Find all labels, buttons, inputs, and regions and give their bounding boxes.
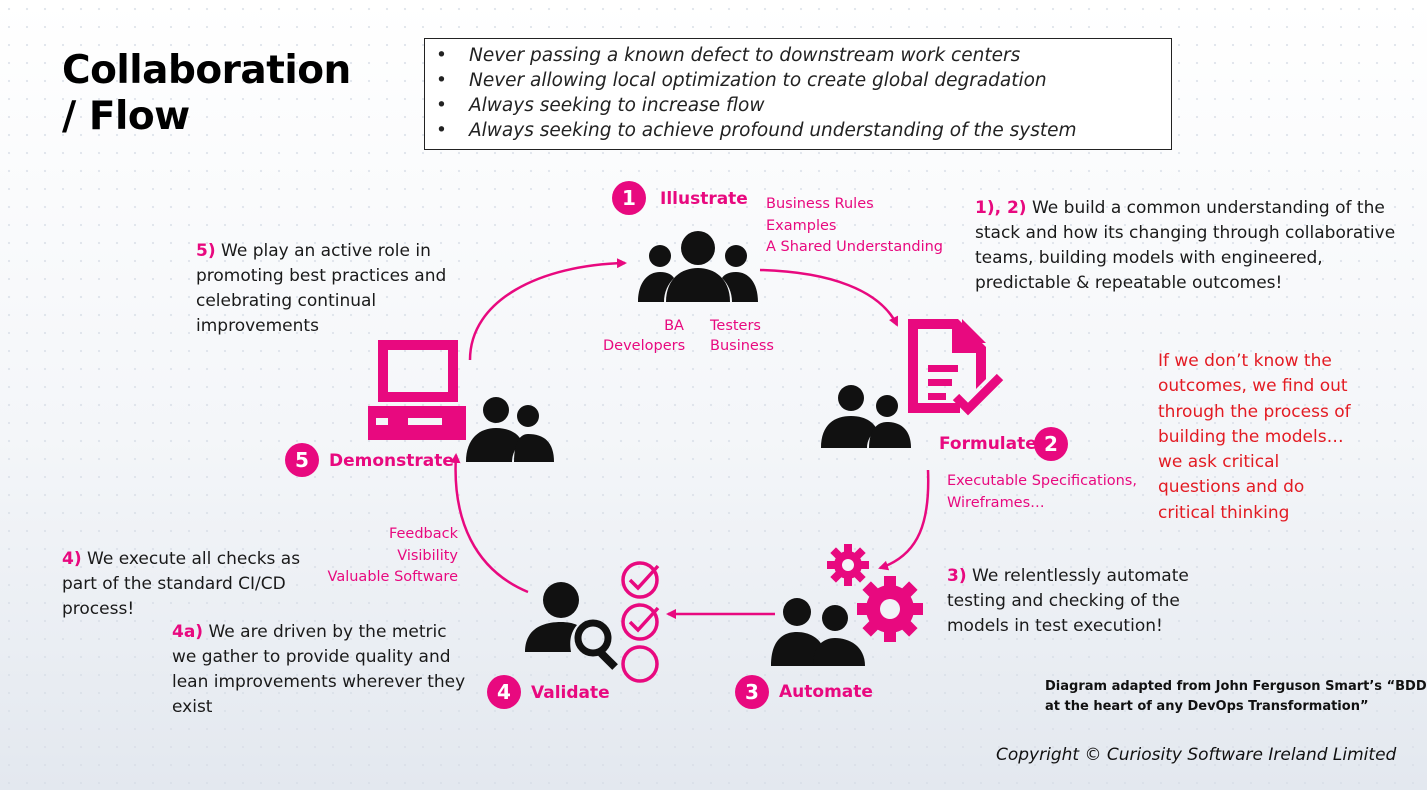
- note-line: predictable & repeatable outcomes!: [975, 273, 1283, 293]
- note-line: testing and checking of the: [947, 591, 1180, 611]
- note-line: outcomes, we find out: [1158, 376, 1348, 397]
- note-line: through the process of: [1158, 401, 1351, 422]
- illustrate-outputs: Business Rules Examples A Shared Underst…: [766, 194, 943, 259]
- principle-item: Always seeking to increase flow: [433, 93, 1163, 118]
- note-line: exist: [172, 697, 213, 717]
- output-item: Business Rules: [766, 196, 874, 212]
- output-item: Feedback: [388, 526, 458, 542]
- role-developers: Developers: [603, 338, 686, 354]
- demonstrate-outputs: Feedback Visibility Valuable Software: [300, 524, 458, 589]
- note-line: we gather to provide quality and: [172, 647, 451, 667]
- role-ba: BA: [664, 318, 684, 334]
- step-4-label: Validate: [531, 683, 610, 703]
- output-item: Examples: [766, 217, 837, 234]
- note-prefix: 4a): [172, 622, 204, 642]
- step-4-badge: 4: [487, 675, 521, 709]
- principle-item: Never passing a known defect to downstre…: [433, 43, 1163, 68]
- note-line: We execute all checks as: [81, 549, 301, 569]
- credit-line: Diagram adapted from John Ferguson Smart…: [1045, 679, 1427, 694]
- note-prefix: 3): [947, 566, 967, 586]
- note-line: building the models…: [1158, 426, 1344, 447]
- output-item: Wireframes…: [947, 494, 1045, 511]
- arrow-demonstrate-to-illustrate: [468, 258, 627, 361]
- step-2-label: Formulate: [939, 434, 1037, 454]
- note-1-2: 1), 2) We build a common understanding o…: [975, 196, 1395, 296]
- team-icon: [771, 598, 865, 666]
- note-5: 5) We play an active role in promoting b…: [196, 239, 446, 339]
- arrow-validate-to-demonstrate: [450, 453, 529, 594]
- principle-item: Always seeking to achieve profound under…: [433, 118, 1163, 143]
- gears-icon: [827, 544, 923, 642]
- note-line: If we don’t know the: [1158, 351, 1332, 371]
- note-line: teams, building models with engineered,: [975, 248, 1323, 268]
- arrow-illustrate-to-formulate: [759, 268, 899, 327]
- slide-title: Collaboration / Flow: [62, 48, 392, 140]
- principle-item: Never allowing local optimization to cre…: [433, 68, 1163, 93]
- user-search-icon: [525, 582, 618, 670]
- output-item: Valuable Software: [327, 569, 458, 585]
- note-3: 3) We relentlessly automate testing and …: [947, 564, 1189, 639]
- note-line: improvements: [196, 316, 319, 336]
- note-line: we ask critical: [1158, 452, 1280, 473]
- role-testers: Testers: [710, 318, 761, 334]
- step-1-label: Illustrate: [660, 189, 748, 209]
- step-5-badge: 5: [285, 443, 319, 477]
- step-5-label: Demonstrate: [329, 451, 454, 471]
- note-line: We play an active role in: [215, 241, 431, 261]
- note-prefix: 4): [62, 549, 82, 569]
- formulate-outputs: Executable Specifications, Wireframes…: [947, 471, 1137, 514]
- note-line: We are driven by the metric: [203, 622, 447, 642]
- team-icon: [466, 397, 554, 462]
- people-group-icon: [638, 231, 758, 302]
- computer-icon: [368, 340, 466, 440]
- note-critical-thinking: If we don’t know the outcomes, we find o…: [1158, 349, 1351, 526]
- step-1-badge: 1: [612, 181, 646, 215]
- role-business: Business: [710, 338, 774, 354]
- note-line: We relentlessly automate: [966, 566, 1189, 586]
- note-4a: 4a) We are driven by the metric we gathe…: [172, 620, 465, 720]
- output-item: Visibility: [397, 547, 458, 564]
- output-item: Executable Specifications,: [947, 473, 1137, 489]
- principles-box: Never passing a known defect to downstre…: [424, 38, 1172, 150]
- copyright: Copyright © Curiosity Software Ireland L…: [996, 745, 1397, 765]
- note-line: We build a common understanding of the: [1026, 198, 1385, 218]
- note-line: celebrating continual: [196, 291, 377, 311]
- step-3-label: Automate: [779, 682, 873, 702]
- note-line: part of the standard CI/CD: [62, 574, 286, 594]
- title-line-2: / Flow: [62, 94, 190, 139]
- document-check-icon: [908, 319, 1004, 416]
- diagram-credit: Diagram adapted from John Ferguson Smart…: [1045, 677, 1427, 717]
- note-line: process!: [62, 599, 135, 619]
- note-line: models in test execution!: [947, 616, 1163, 636]
- step-2-badge: 2: [1034, 427, 1068, 461]
- arrow-formulate-to-automate: [878, 469, 930, 571]
- step-3-badge: 3: [735, 675, 769, 709]
- note-prefix: 1), 2): [975, 198, 1027, 218]
- output-item: A Shared Understanding: [766, 239, 944, 255]
- note-line: lean improvements wherever they: [172, 672, 466, 692]
- title-line-1: Collaboration: [62, 48, 351, 93]
- checklist-icon: [621, 561, 660, 683]
- note-line: questions and do: [1158, 477, 1305, 498]
- note-line: stack and how its changing through colla…: [975, 223, 1396, 243]
- note-line: critical thinking: [1158, 502, 1290, 523]
- team-icon: [821, 385, 911, 448]
- note-prefix: 5): [196, 241, 216, 261]
- note-4: 4) We execute all checks as part of the …: [62, 547, 300, 622]
- credit-line: at the heart of any DevOps Transformatio…: [1045, 699, 1369, 714]
- note-line: promoting best practices and: [196, 266, 447, 286]
